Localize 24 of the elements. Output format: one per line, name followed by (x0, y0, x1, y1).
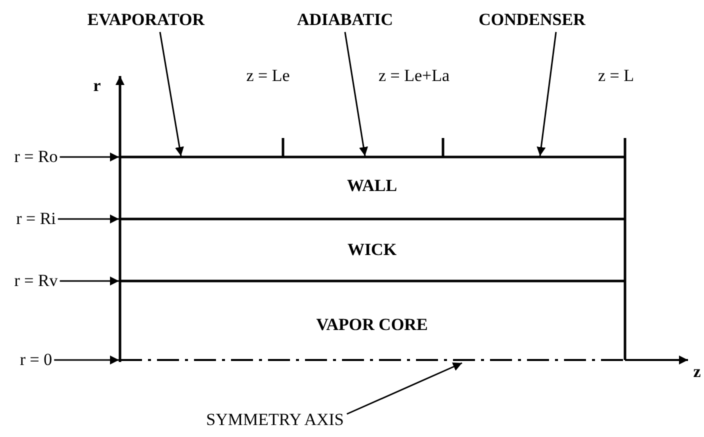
section-label: EVAPORATOR (87, 10, 205, 30)
section-label: ADIABATIC (296, 10, 394, 30)
radius-label: r = Rv (14, 271, 58, 291)
radius-label: r = 0 (20, 350, 52, 370)
position-label: z = Le+La (378, 66, 450, 86)
axis-label: r (93, 76, 101, 96)
leader-line (159, 32, 184, 156)
axis-label: z (693, 362, 701, 382)
section-label: CONDENSER (478, 10, 586, 30)
region-label: WALL (346, 176, 398, 196)
axis-label: SYMMETRY AXIS (206, 410, 344, 430)
arrow (60, 152, 119, 162)
leader-line (344, 32, 368, 156)
region-label: WICK (347, 240, 397, 260)
radius-label: r = Ro (14, 147, 58, 167)
arrow (58, 214, 119, 224)
leader-line (346, 362, 462, 415)
radius-label: r = Ri (16, 209, 56, 229)
position-label: z = L (598, 66, 634, 86)
arrow (54, 356, 119, 364)
leader-line (536, 32, 557, 156)
arrow (60, 276, 119, 286)
region-label: VAPOR CORE (316, 315, 428, 335)
position-label: z = Le (246, 66, 290, 86)
